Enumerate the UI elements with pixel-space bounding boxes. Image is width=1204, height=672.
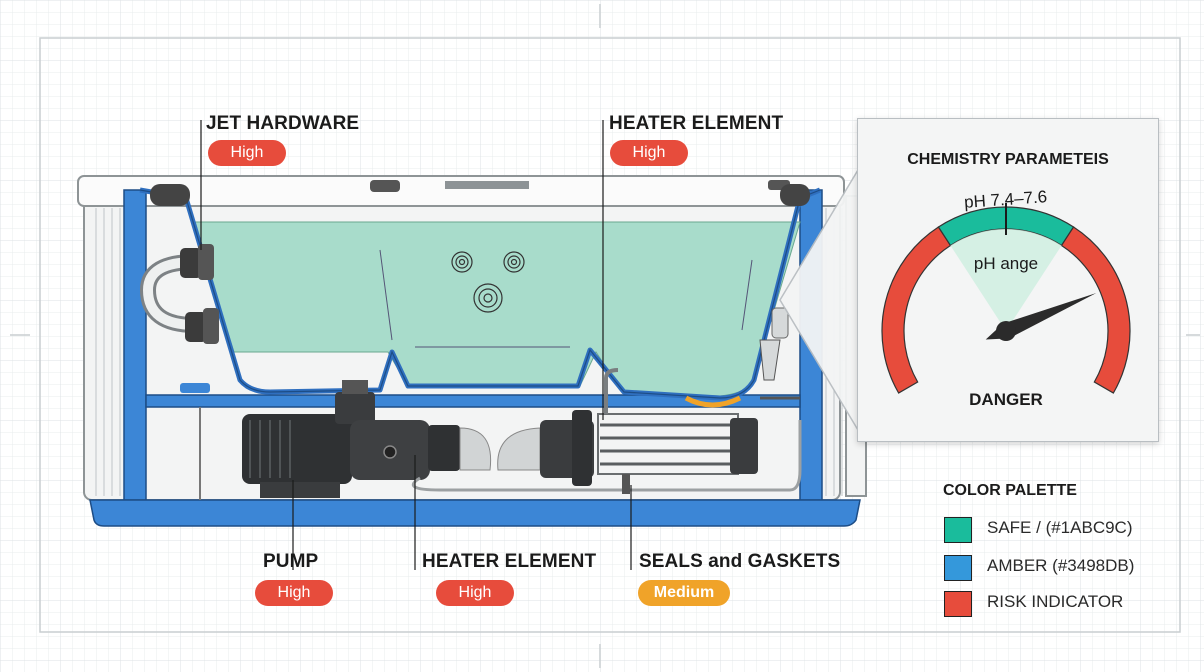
gauge-safe-wedge bbox=[950, 229, 1062, 331]
pump-risk-badge: High bbox=[255, 580, 333, 606]
heater-assembly bbox=[411, 368, 802, 494]
palette-swatch-risk bbox=[944, 591, 972, 617]
chemistry-panel: CHEMISTRY PARAMETEIS pH 7.4–7.6 pH ange … bbox=[857, 118, 1159, 442]
seals-gaskets-label: SEALS and GASKETS bbox=[639, 551, 841, 572]
palette-label-risk: RISK INDICATOR bbox=[987, 592, 1124, 611]
leader-lines bbox=[200, 120, 632, 570]
jet-hardware-label: JET HARDWARE bbox=[206, 113, 360, 134]
water-basin bbox=[139, 184, 821, 401]
jet-hardware-assembly bbox=[139, 244, 219, 344]
palette-swatch-safe bbox=[944, 517, 972, 543]
heater-element-top-label: HEATER ELEMENT bbox=[609, 113, 784, 134]
heater-element-bottom-label: HEATER ELEMENT bbox=[422, 551, 597, 572]
pump-assembly bbox=[242, 380, 492, 498]
palette-label-safe: SAFE / (#1ABC9C) bbox=[987, 518, 1133, 537]
palette-label-amber: AMBER (#3498DB) bbox=[987, 556, 1135, 575]
jet-hardware-risk-badge: High bbox=[208, 140, 286, 166]
frame-border bbox=[39, 37, 1181, 633]
gauge-risk-arc-right bbox=[1060, 226, 1131, 394]
gauge-risk-arc-left bbox=[881, 226, 952, 394]
gauge-danger-label: DANGER bbox=[969, 390, 1043, 409]
pump-label: PUMP bbox=[263, 551, 319, 572]
gauge-range-label: pH 7.4–7.6 bbox=[963, 187, 1047, 212]
heater-element-top-risk-badge: High bbox=[610, 140, 688, 166]
gauge-hub bbox=[996, 321, 1016, 341]
palette-title: COLOR PALETTE bbox=[943, 482, 1077, 499]
ph-gauge: pH 7.4–7.6 pH ange DANGER bbox=[881, 187, 1131, 409]
seals-gaskets-risk-badge: Medium bbox=[638, 580, 730, 606]
chemistry-title: CHEMISTRY PARAMETEIS bbox=[907, 151, 1109, 168]
seals-and-gaskets bbox=[684, 307, 800, 408]
heater-element-bottom-risk-badge: High bbox=[436, 580, 514, 606]
gauge-inner-label: pH ange bbox=[974, 254, 1038, 273]
palette-swatch-amber bbox=[944, 555, 972, 581]
